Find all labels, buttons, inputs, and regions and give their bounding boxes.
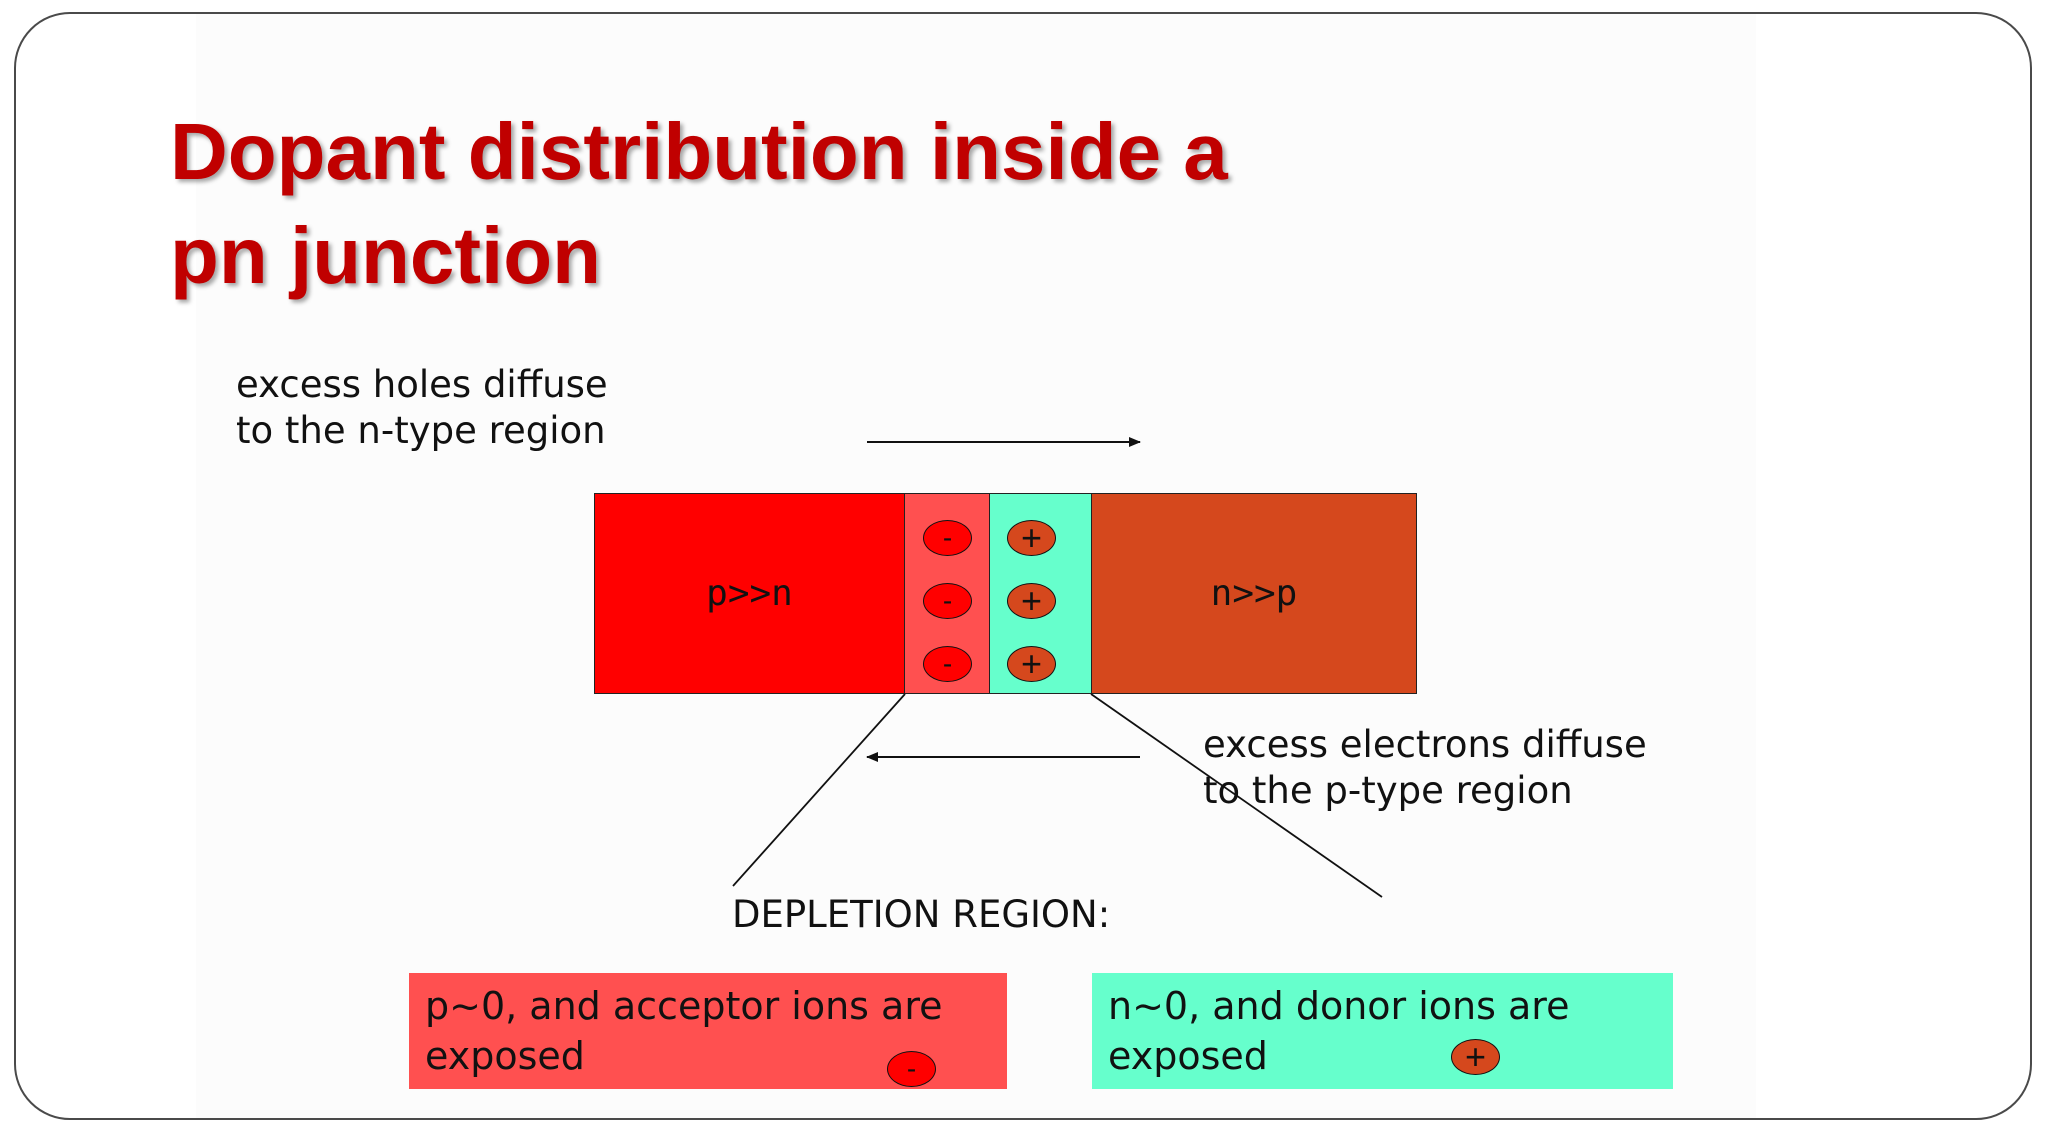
holes-diffuse-note: excess holes diffuse to the n-type regio… xyxy=(236,362,608,454)
slide-title-line-1: Dopant distribution inside a xyxy=(170,107,1228,196)
donor-box-line-1: n~0, and donor ions are xyxy=(1108,984,1570,1028)
donor-ion: + xyxy=(1007,646,1056,682)
slide-title-line-2: pn junction xyxy=(170,211,602,300)
holes-note-line-1: excess holes diffuse xyxy=(236,363,608,406)
acceptor-ion: - xyxy=(923,520,972,556)
acceptor-box-line-2: exposed xyxy=(425,1034,585,1078)
slide-frame xyxy=(14,12,2032,1120)
acceptor-ion: - xyxy=(923,583,972,619)
p-region-label: p>>n xyxy=(706,573,793,614)
electrons-note-line-2: to the p-type region xyxy=(1203,769,1573,812)
slide-title: Dopant distribution inside a pn junction xyxy=(170,100,1228,308)
acceptor-box-line-1: p~0, and acceptor ions are xyxy=(425,984,943,1028)
electrons-note-line-1: excess electrons diffuse xyxy=(1203,723,1647,766)
depletion-region-title: DEPLETION REGION: xyxy=(732,893,1111,936)
p-region: p>>n xyxy=(594,493,905,694)
holes-note-line-2: to the n-type region xyxy=(236,409,606,452)
electrons-diffuse-note: excess electrons diffuse to the p-type r… xyxy=(1203,722,1647,814)
donor-ion: + xyxy=(1451,1039,1500,1075)
n-region: n>>p xyxy=(1091,493,1417,694)
acceptor-ion: - xyxy=(887,1051,936,1087)
n-region-label: n>>p xyxy=(1210,573,1298,614)
donor-box-line-2: exposed xyxy=(1108,1034,1268,1078)
donor-ion: + xyxy=(1007,520,1056,556)
acceptor-ion: - xyxy=(923,646,972,682)
donor-ion: + xyxy=(1007,583,1056,619)
donor-ions-box: n~0, and donor ions are exposed xyxy=(1092,973,1673,1089)
